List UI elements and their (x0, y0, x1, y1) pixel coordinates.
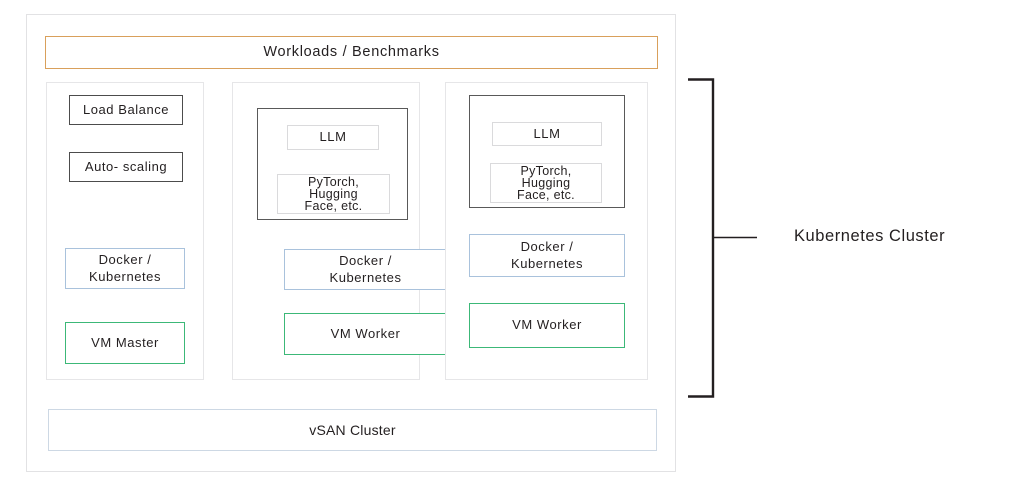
workloads-benchmarks-box: Workloads / Benchmarks (45, 36, 658, 69)
vm-worker-box-1: VM Worker (284, 313, 447, 355)
auto-scaling-box: Auto- scaling (69, 152, 183, 182)
llm-label: LLM (533, 125, 561, 141)
load-balance-box: Load Balance (69, 95, 183, 125)
vsan-cluster-label: vSAN Cluster (309, 422, 396, 438)
docker-kubernetes-label: Docker /Kubernetes (329, 253, 402, 285)
vsan-cluster-box: vSAN Cluster (48, 409, 657, 451)
llm-box-worker-2: LLM (492, 122, 602, 146)
llm-box-worker-1: LLM (287, 125, 379, 150)
vm-master-box: VM Master (65, 322, 185, 364)
vm-master-label: VM Master (91, 334, 159, 350)
docker-kubernetes-box-worker-1: Docker /Kubernetes (284, 249, 447, 290)
docker-kubernetes-label: Docker /Kubernetes (511, 239, 583, 271)
workloads-benchmarks-label: Workloads / Benchmarks (263, 44, 440, 61)
vm-worker-label: VM Worker (330, 325, 401, 341)
kubernetes-cluster-bracket (686, 76, 762, 400)
load-balance-label: Load Balance (82, 101, 170, 117)
docker-kubernetes-box-master: Docker /Kubernetes (65, 248, 185, 289)
vm-worker-box-2: VM Worker (469, 303, 625, 348)
auto-scaling-label: Auto- scaling (84, 158, 168, 174)
llm-label: LLM (319, 129, 347, 145)
docker-kubernetes-box-worker-2: Docker /Kubernetes (469, 234, 625, 277)
vm-worker-label: VM Worker (512, 317, 582, 333)
docker-kubernetes-label: Docker /Kubernetes (89, 252, 161, 284)
kubernetes-cluster-label: Kubernetes Cluster (794, 227, 946, 245)
